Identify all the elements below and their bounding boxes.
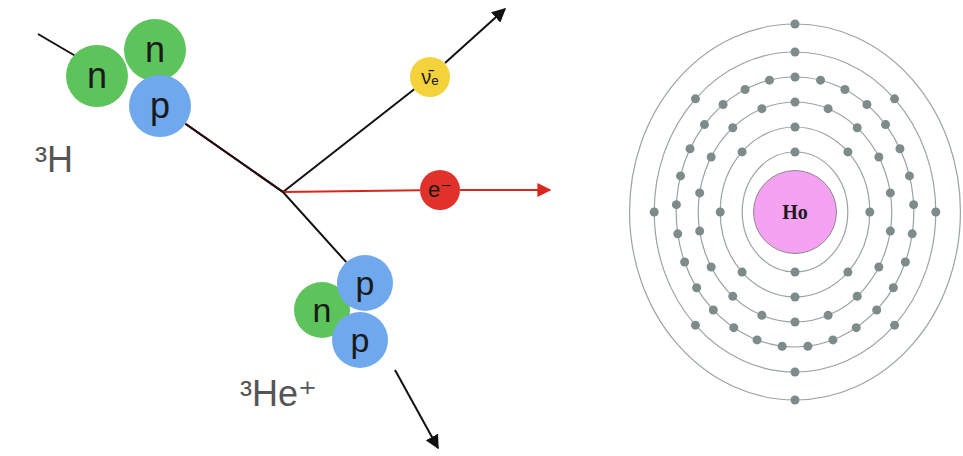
nuclide-label: ³He⁺: [240, 376, 317, 412]
electron-dot: [886, 227, 895, 236]
electron-dot: [709, 306, 718, 315]
electron-dot: [862, 100, 871, 109]
helium-track: [395, 370, 438, 448]
electron-dot: [853, 123, 862, 132]
electron-dot: [650, 208, 659, 217]
decay-track: [185, 124, 346, 262]
electron-dot: [757, 104, 766, 113]
electron-dot: [840, 85, 849, 94]
nucleus-circle: Ho: [753, 170, 837, 254]
neutron-circle: n: [124, 19, 186, 81]
electron-dot: [691, 94, 700, 103]
decay-track: [185, 124, 420, 192]
electron-dot: [874, 153, 883, 162]
shell-ring: [742, 152, 848, 272]
electron-dot: [828, 335, 837, 344]
electron-dot: [707, 153, 716, 162]
neutron-symbol: n: [145, 32, 165, 68]
electron-dot: [791, 123, 800, 132]
proton-symbol: p: [356, 266, 375, 300]
electron-dot: [895, 144, 904, 153]
electron-dot: [741, 85, 750, 94]
electron-dot: [729, 323, 738, 332]
shell-ring: [720, 127, 870, 297]
neutron-circle: n: [66, 45, 128, 107]
electron-dot: [816, 76, 825, 85]
antineutrino-track: [445, 9, 505, 63]
electron-dot: [890, 321, 899, 330]
electron-dot: [791, 268, 800, 277]
electron-symbol: e⁻: [428, 179, 452, 201]
neutron-symbol: n: [313, 293, 332, 327]
electron-dot: [803, 342, 812, 351]
electron-dot: [791, 48, 800, 57]
decay-track: [185, 89, 414, 192]
electron-dot: [700, 120, 709, 129]
electron-dot: [791, 318, 800, 327]
proton-circle: p: [332, 312, 388, 368]
proton-symbol: p: [150, 88, 170, 124]
electron-dot: [686, 144, 695, 153]
electron-dot: [843, 268, 852, 277]
electron-shells: [630, 20, 961, 405]
electron-dot: [676, 171, 685, 180]
electron-dot: [791, 98, 800, 107]
electron-dot: [791, 368, 800, 377]
shell-ring: [654, 52, 936, 372]
electron-dot: [716, 208, 725, 217]
electron-dot: [738, 147, 747, 156]
electron-dot: [909, 200, 918, 209]
electron-dot: [905, 171, 914, 180]
electron-dot: [680, 257, 689, 266]
electron-dot: [824, 311, 833, 320]
electron-dot: [791, 396, 800, 405]
electron-dot: [791, 148, 800, 157]
electron-dot: [791, 20, 800, 29]
electron-dot: [695, 188, 704, 197]
electron-circle: e⁻: [420, 170, 460, 210]
electron-dot: [852, 323, 861, 332]
electron-dot: [890, 94, 899, 103]
electron-dot: [843, 147, 852, 156]
electron-dot: [886, 188, 895, 197]
electron-dot: [901, 257, 910, 266]
electron-dot: [778, 342, 787, 351]
electron-dot: [908, 229, 917, 238]
electron-track: [460, 189, 550, 191]
electron-dot: [874, 263, 883, 272]
electron-dot: [672, 200, 681, 209]
electron-dot: [791, 293, 800, 302]
electron-dot: [695, 227, 704, 236]
antineutrino-circle: ν̄ₑ: [410, 57, 450, 97]
electron-dot: [719, 100, 728, 109]
electron-dot: [765, 76, 774, 85]
electron-dot: [865, 208, 874, 217]
electron-dot: [889, 283, 898, 292]
electron-dot: [853, 292, 862, 301]
shell-ring: [698, 102, 892, 322]
electron-dot: [753, 335, 762, 344]
electron-dot: [673, 229, 682, 238]
electron-dot: [728, 123, 737, 132]
electron-dot: [738, 268, 747, 277]
electron-dot: [692, 283, 701, 292]
electron-dot: [707, 263, 716, 272]
electron-dot: [881, 120, 890, 129]
proton-symbol: p: [351, 323, 370, 357]
proton-circle: p: [129, 75, 191, 137]
electron-dot: [824, 104, 833, 113]
nucleus-symbol: Ho: [782, 202, 808, 222]
neutron-symbol: n: [87, 58, 107, 94]
electron-dot: [728, 292, 737, 301]
antineutrino-symbol: ν̄ₑ: [421, 67, 438, 87]
electron-dot: [791, 73, 800, 82]
electron-dot: [757, 311, 766, 320]
electron-dot: [691, 321, 700, 330]
proton-circle: p: [337, 255, 393, 311]
electron-dot: [872, 306, 881, 315]
electron-dot: [931, 208, 940, 217]
shell-ring: [630, 24, 961, 400]
shell-ring: [676, 77, 914, 347]
nuclide-label: ³H: [35, 142, 73, 178]
